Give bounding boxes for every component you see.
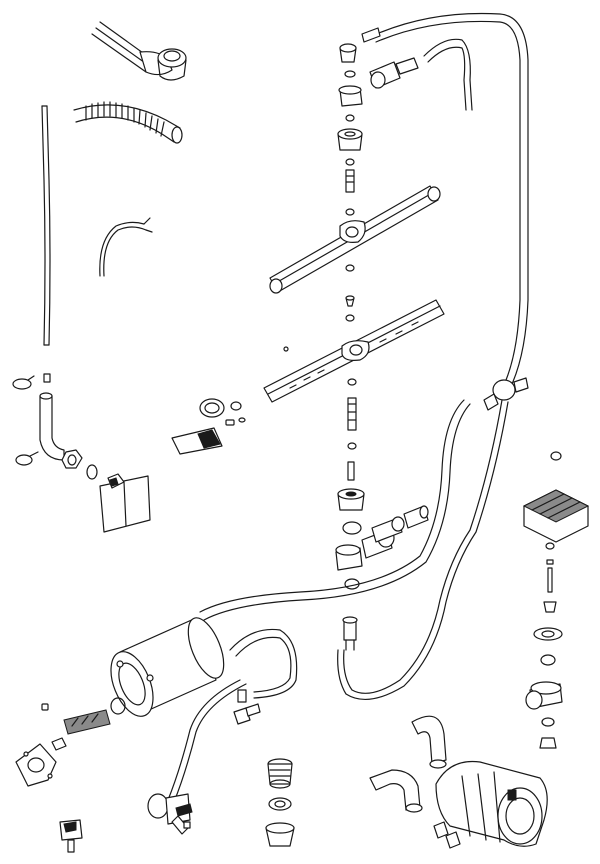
upper-spindle bbox=[345, 169, 355, 193]
corrugated-hose bbox=[73, 101, 183, 144]
bottom-valve bbox=[59, 819, 83, 853]
solenoid-assembly bbox=[147, 793, 193, 835]
small-ring-8 bbox=[347, 442, 357, 450]
heater-cylinder bbox=[110, 617, 225, 717]
vertical-hose-lower bbox=[167, 679, 247, 803]
grommet-ring bbox=[199, 398, 225, 418]
short-pin bbox=[347, 461, 355, 481]
small-ring-4 bbox=[345, 208, 355, 216]
bearing-cap bbox=[337, 128, 363, 151]
hose-connector bbox=[403, 505, 429, 529]
inlet-nozzle bbox=[361, 27, 381, 43]
small-ring-5 bbox=[345, 264, 355, 272]
short-hose-stub bbox=[371, 516, 405, 543]
hose-clamp-upper bbox=[12, 375, 35, 390]
heating-element bbox=[51, 709, 111, 751]
hex-nut bbox=[61, 449, 83, 469]
lower-spindle bbox=[347, 397, 357, 431]
hose-clamp-lower bbox=[15, 451, 39, 466]
water-hose-with-fittings bbox=[199, 399, 471, 621]
o-ring-left bbox=[86, 464, 98, 480]
filter-mesh bbox=[522, 489, 590, 543]
elbow-tube bbox=[39, 392, 65, 461]
rinse-aid-box bbox=[99, 473, 151, 533]
o-ring-center bbox=[342, 521, 362, 535]
small-nut-right bbox=[550, 451, 562, 461]
cup-fitting bbox=[265, 822, 295, 847]
outlet-hose-elbow bbox=[369, 769, 423, 813]
upper-cap bbox=[339, 43, 357, 63]
y-connector bbox=[483, 377, 529, 411]
drain-hose-with-elbow-fitting bbox=[91, 21, 187, 81]
hose-fitting-mid bbox=[233, 689, 261, 725]
threaded-fitting bbox=[267, 758, 293, 789]
heater-gasket bbox=[110, 697, 126, 715]
right-impeller-stack bbox=[525, 542, 563, 749]
upper-curved-hose bbox=[229, 628, 298, 699]
lower-spray-arm-assembly bbox=[263, 299, 445, 403]
main-water-supply-tube bbox=[371, 12, 529, 385]
small-screw bbox=[283, 346, 289, 352]
impeller-cap bbox=[337, 488, 365, 511]
small-washer-1 bbox=[344, 70, 356, 78]
upper-nozzle-assembly bbox=[338, 57, 419, 107]
short-tube-top bbox=[423, 38, 473, 111]
wash-pump-motor bbox=[435, 760, 548, 847]
motor-plug bbox=[433, 821, 461, 849]
upper-spray-arm-assembly bbox=[269, 185, 441, 294]
small-ring-3 bbox=[345, 158, 355, 166]
small-screw-2 bbox=[41, 703, 49, 711]
inlet-hose-elbow bbox=[411, 715, 447, 769]
small-o-ring bbox=[230, 401, 242, 411]
small-ring-2 bbox=[345, 114, 355, 122]
straight-tube bbox=[41, 105, 51, 346]
drain-tube-assembly bbox=[342, 616, 358, 651]
wire-harness bbox=[99, 217, 153, 277]
flat-gasket-strip bbox=[171, 427, 223, 455]
lower-hose-from-y bbox=[337, 399, 509, 700]
small-cap-2 bbox=[345, 295, 355, 307]
rubber-washer bbox=[268, 797, 292, 811]
small-plug bbox=[225, 417, 246, 426]
mounting-flange-bracket bbox=[15, 743, 57, 787]
small-cap bbox=[43, 373, 51, 383]
small-ring-7 bbox=[347, 378, 357, 386]
small-ring-6 bbox=[345, 314, 355, 322]
